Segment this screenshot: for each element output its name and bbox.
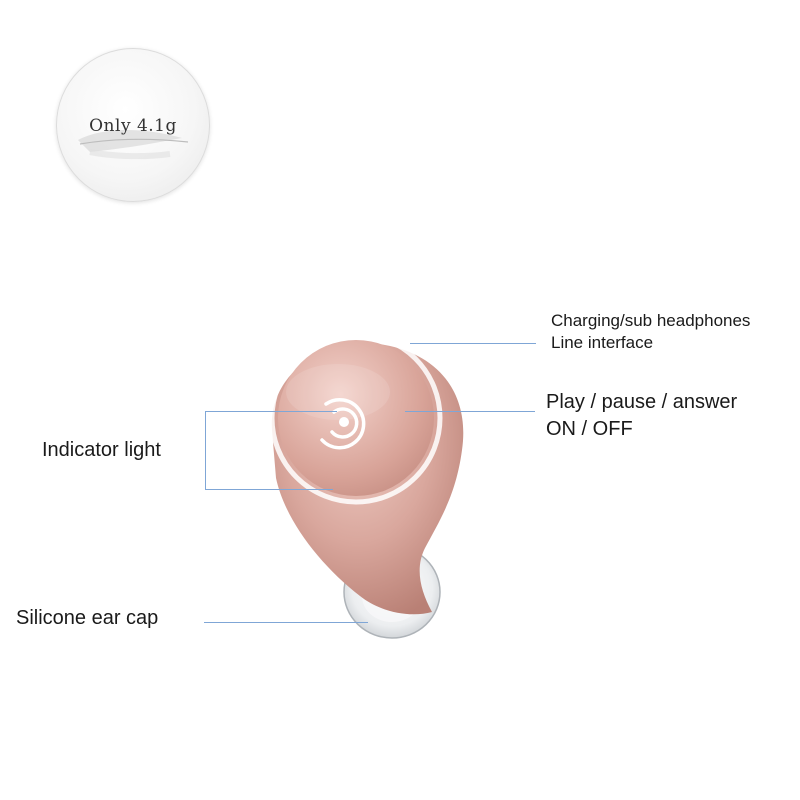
label-play-line2: ON / OFF bbox=[546, 418, 633, 440]
label-charging-line1: Charging/sub headphones bbox=[551, 311, 751, 330]
feather-icon bbox=[78, 129, 189, 160]
leader-indicator-vertical bbox=[205, 411, 206, 490]
leader-play bbox=[405, 411, 535, 412]
label-indicator: Indicator light bbox=[42, 439, 161, 461]
label-ear-cap: Silicone ear cap bbox=[16, 607, 159, 629]
leader-indicator-bottom bbox=[205, 489, 333, 490]
label-charging-line2: Line interface bbox=[551, 333, 654, 352]
signal-swirl-icon bbox=[320, 398, 366, 450]
leader-ear-cap bbox=[204, 622, 368, 623]
weight-text: Only 4.1g bbox=[89, 116, 177, 136]
label-play-line1: Play / pause / answer bbox=[546, 391, 738, 413]
weight-badge: Only 4.1g bbox=[56, 48, 210, 202]
leader-charging bbox=[410, 343, 536, 344]
leader-indicator-top bbox=[205, 411, 337, 412]
